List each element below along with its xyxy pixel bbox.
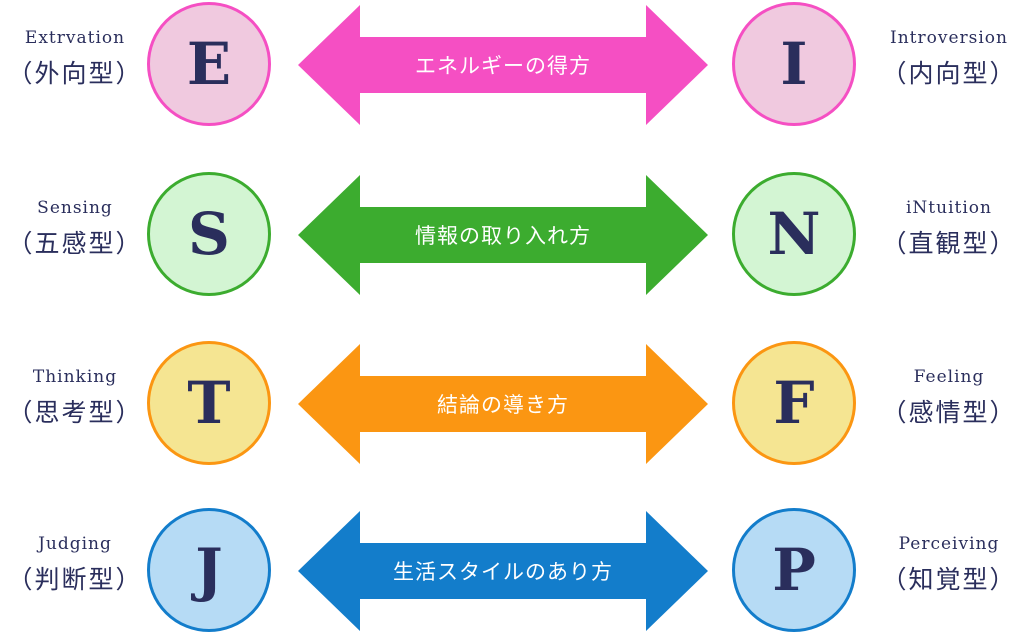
double-arrow <box>298 175 708 295</box>
left-type-jp: （判断型） <box>7 565 143 594</box>
right-type-en: Introversion <box>890 28 1008 48</box>
right-letter-circle: N <box>732 172 856 296</box>
dimension-row-lifestyle: Judging （判断型） J 生活スタイルのあり方 P Perceiving … <box>0 506 1024 636</box>
dimension-row-energy: Extrvation （外向型） E エネルギーの得方 I Introversi… <box>0 0 1024 130</box>
left-type-labels: Extrvation （外向型） <box>0 0 150 90</box>
left-type-jp: （五感型） <box>7 229 143 258</box>
right-type-jp: （感情型） <box>881 398 1017 427</box>
double-arrow-shape <box>298 344 708 464</box>
double-arrow <box>298 5 708 125</box>
arrow-label: 結論の導き方 <box>437 393 569 417</box>
right-letter-circle: P <box>732 508 856 632</box>
double-arrow-shape <box>298 5 708 125</box>
double-arrow <box>298 511 708 631</box>
right-type-jp: （内向型） <box>881 59 1017 88</box>
left-type-en: Judging <box>38 534 112 554</box>
right-type-jp: （直観型） <box>881 229 1017 258</box>
right-letter-circle: F <box>732 341 856 465</box>
left-type-labels: Sensing （五感型） <box>0 170 150 260</box>
right-type-en: Feeling <box>913 367 985 387</box>
double-arrow <box>298 344 708 464</box>
double-arrow-shape <box>298 511 708 631</box>
right-letter-circle: I <box>732 2 856 126</box>
left-type-labels: Judging （判断型） <box>0 506 150 596</box>
right-type-labels: iNtuition （直観型） <box>874 170 1024 260</box>
dimension-row-decision: Thinking （思考型） T 結論の導き方 F Feeling （感情型） <box>0 339 1024 469</box>
left-letter-circle: E <box>147 2 271 126</box>
arrow-label: 情報の取り入れ方 <box>415 224 591 248</box>
left-type-labels: Thinking （思考型） <box>0 339 150 429</box>
right-type-labels: Perceiving （知覚型） <box>874 506 1024 596</box>
left-type-en: Extrvation <box>24 28 126 48</box>
left-type-jp: （外向型） <box>7 59 143 88</box>
arrow-label: 生活スタイルのあり方 <box>393 560 613 584</box>
left-type-en: Thinking <box>32 367 118 387</box>
right-type-en: iNtuition <box>906 198 992 218</box>
left-type-jp: （思考型） <box>7 398 143 427</box>
double-arrow-shape <box>298 175 708 295</box>
right-type-en: Perceiving <box>898 534 1000 554</box>
arrow-label: エネルギーの得方 <box>415 54 591 78</box>
right-type-labels: Introversion （内向型） <box>874 0 1024 90</box>
left-letter-circle: S <box>147 172 271 296</box>
dimension-row-information: Sensing （五感型） S 情報の取り入れ方 N iNtuition （直観… <box>0 170 1024 300</box>
left-letter-circle: J <box>147 508 271 632</box>
left-letter-circle: T <box>147 341 271 465</box>
left-type-en: Sensing <box>37 198 113 218</box>
right-type-labels: Feeling （感情型） <box>874 339 1024 429</box>
right-type-jp: （知覚型） <box>881 565 1017 594</box>
